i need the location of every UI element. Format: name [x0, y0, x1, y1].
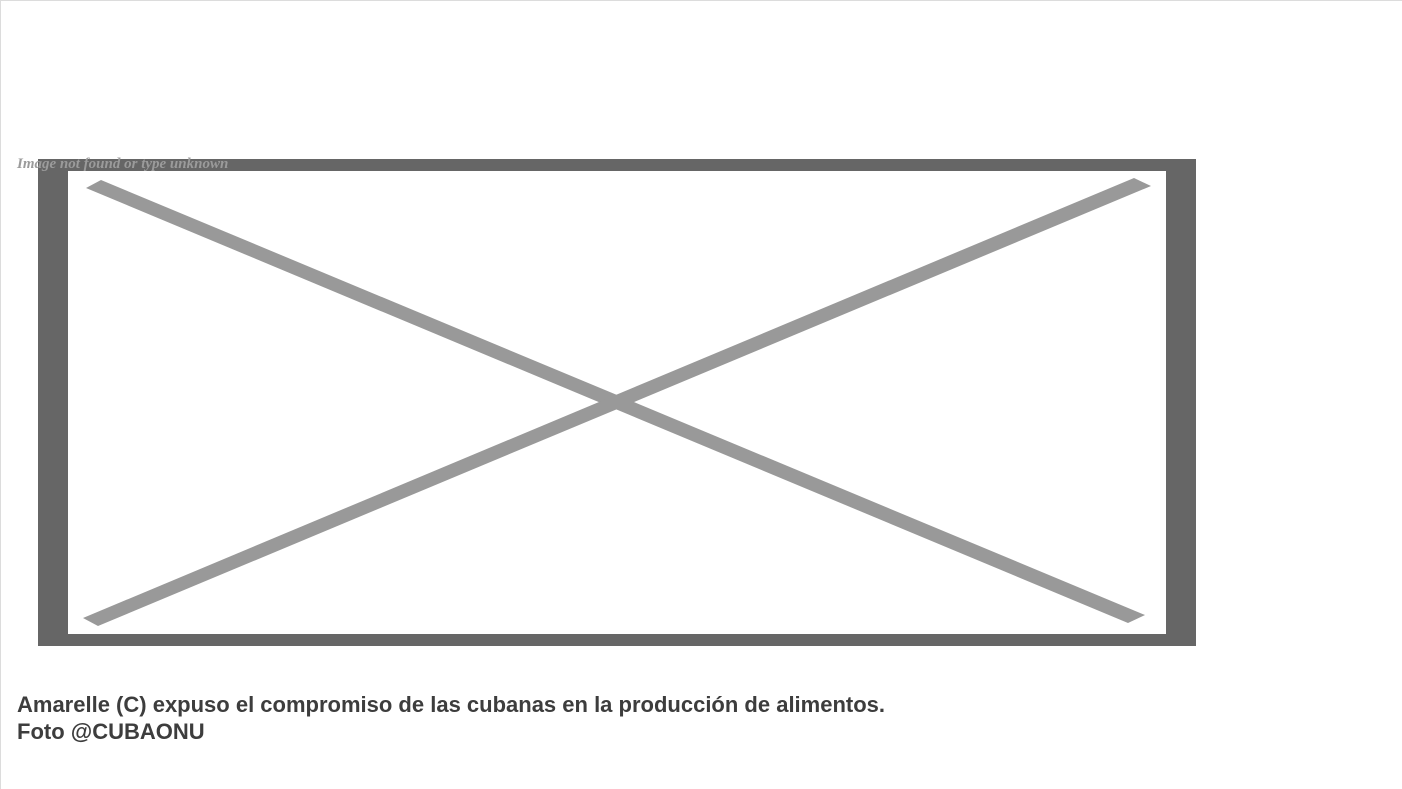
broken-image-icon: [38, 159, 1196, 646]
caption-line-1: Amarelle (C) expuso el compromiso de las…: [17, 692, 886, 717]
caption-line-2: Foto @CUBAONU: [17, 719, 205, 744]
figure-caption: Amarelle (C) expuso el compromiso de las…: [17, 691, 1357, 745]
cross-line-ascending: [83, 178, 1151, 626]
broken-image-placeholder: [38, 159, 1196, 646]
image-alt-text: Image not found or type unknown: [17, 156, 229, 172]
